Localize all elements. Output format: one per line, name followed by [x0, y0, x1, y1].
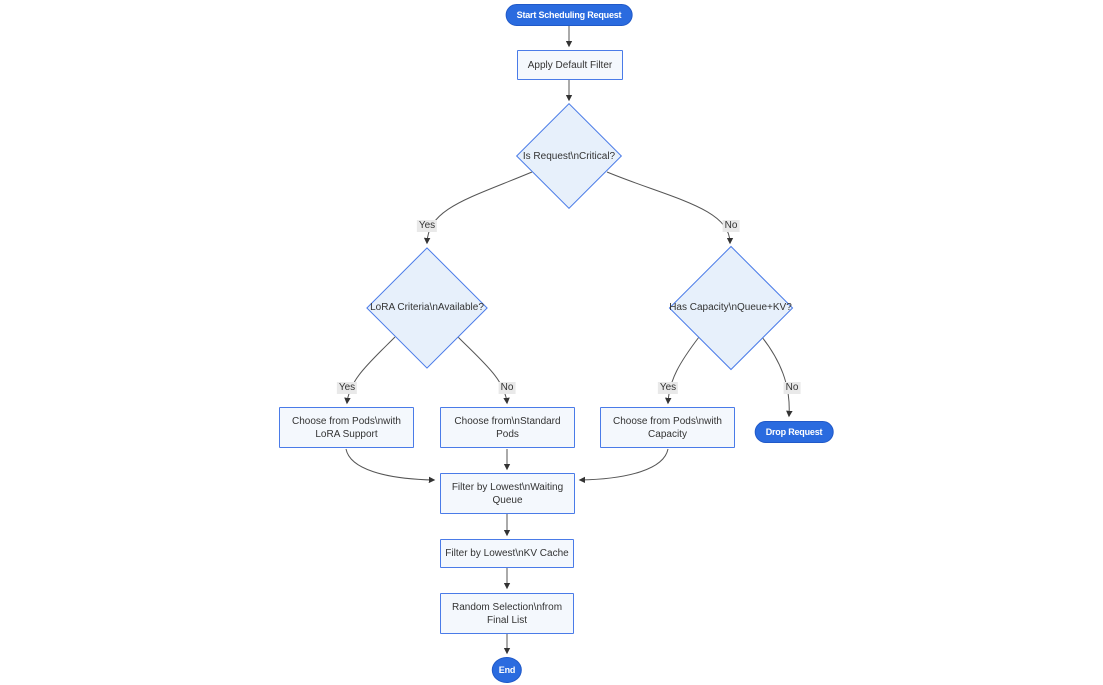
- edge-label-critical-yes: Yes: [416, 220, 438, 232]
- edge-capacity-no: [761, 336, 793, 418]
- edge-critical-no: [606, 171, 734, 245]
- decision-lora-criteria: LoRA Criteria\nAvailable?: [366, 246, 488, 369]
- node-choose-standard-pods: Choose from\nStandard Pods: [440, 407, 575, 448]
- node-apply-default-filter: Apply Default Filter: [517, 50, 623, 80]
- decision-is-critical: Is Request\nCritical?: [515, 102, 623, 210]
- node-label: Apply Default Filter: [527, 59, 613, 71]
- node-filter-waiting-queue: Filter by Lowest\nWaiting Queue: [440, 473, 575, 514]
- edge-label-lora-yes: Yes: [336, 382, 358, 394]
- edge-label-capacity-no: No: [783, 382, 801, 394]
- decision-label: Is Request\nCritical?: [522, 150, 616, 162]
- node-filter-kv-cache: Filter by Lowest\nKV Cache: [440, 539, 574, 568]
- node-label: Choose from\nStandard Pods: [454, 415, 561, 440]
- decision-label: LoRA Criteria\nAvailable?: [370, 302, 484, 313]
- node-choose-lora-pods: Choose from Pods\nwith LoRA Support: [279, 407, 414, 448]
- node-label: Filter by Lowest\nWaiting Queue: [451, 481, 564, 506]
- node-label: Choose from Pods\nwith Capacity: [613, 415, 722, 440]
- node-end: End: [491, 657, 523, 683]
- edge-capacitypods-to-filter: [578, 448, 669, 484]
- node-random-selection: Random Selection\nfrom Final List: [440, 593, 574, 634]
- node-start: Start Scheduling Request: [505, 4, 633, 26]
- edge-lorapods-to-filter: [345, 448, 436, 484]
- edge-label-capacity-yes: Yes: [657, 382, 679, 394]
- edge-lora-no: [457, 336, 510, 405]
- node-label: Random Selection\nfrom Final List: [451, 601, 563, 626]
- node-choose-capacity-pods: Choose from Pods\nwith Capacity: [600, 407, 735, 448]
- node-drop-request: Drop Request: [754, 421, 834, 443]
- node-label: Choose from Pods\nwith LoRA Support: [292, 415, 401, 440]
- edge-label-lora-no: No: [498, 382, 516, 394]
- decision-label: Has Capacity\nQueue+KV?: [669, 302, 792, 313]
- edge-lora-yes: [344, 336, 396, 405]
- node-label: Filter by Lowest\nKV Cache: [445, 548, 569, 559]
- edge-label-critical-no: No: [722, 220, 740, 232]
- edge-capacity-yes: [664, 336, 700, 405]
- decision-has-capacity: Has Capacity\nQueue+KV?: [668, 245, 793, 370]
